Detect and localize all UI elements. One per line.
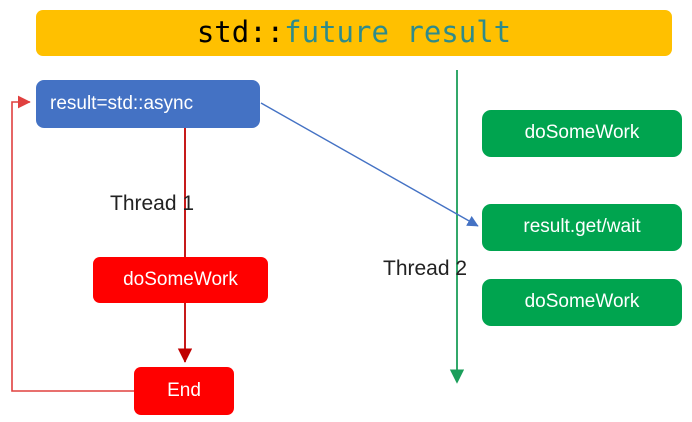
title-keyword: future result	[284, 15, 512, 50]
node-label: doSomeWork	[123, 268, 238, 290]
node-label: End	[167, 379, 201, 401]
node-label: doSomeWork	[524, 291, 640, 313]
page-title: std::future result	[36, 10, 672, 56]
title-namespace: std::	[196, 15, 285, 50]
async-to-getwait-arrow	[260, 102, 479, 227]
node-dosomework-thread2-top[interactable]: doSomeWork	[482, 110, 682, 157]
node-end[interactable]: End	[134, 367, 234, 415]
node-label: result.get/wait	[523, 216, 641, 238]
end-to-async-loop-arrow	[11, 95, 134, 392]
lane-label-thread2: Thread 2	[383, 257, 468, 280]
node-result-equals-std-async[interactable]: result=std::async	[36, 80, 260, 128]
node-dosomework-thread2-bottom[interactable]: doSomeWork	[482, 279, 682, 326]
lane-label-thread1: Thread 1	[110, 192, 195, 215]
node-dosomework-thread1[interactable]: doSomeWork	[93, 257, 268, 303]
node-label: result=std::async	[50, 92, 194, 114]
node-result-get-wait[interactable]: result.get/wait	[482, 204, 682, 251]
node-label: doSomeWork	[524, 122, 640, 144]
